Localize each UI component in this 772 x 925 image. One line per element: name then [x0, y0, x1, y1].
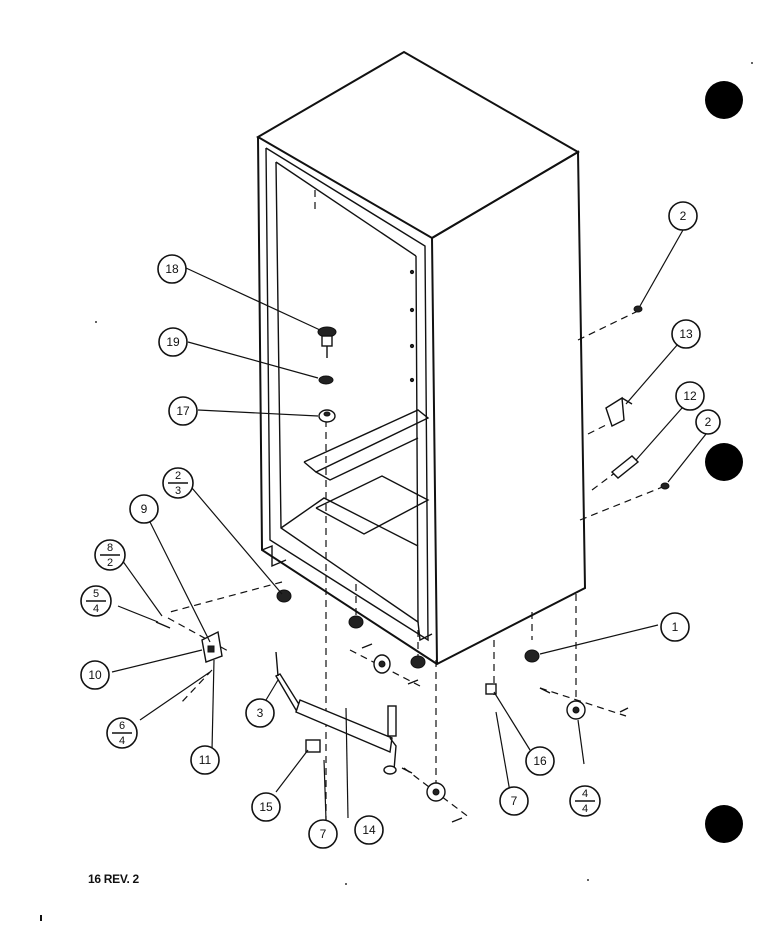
- part-19-washer: [318, 375, 334, 385]
- callout-9-label: 9: [141, 502, 148, 516]
- fraction-callout-5-4: 5 4: [80, 585, 112, 617]
- part-1-leveler: [524, 649, 540, 663]
- part-2-screw-lower: [660, 482, 670, 490]
- fraction-2-3-bottom: 3: [175, 485, 181, 497]
- fraction-8-2-bottom: 2: [107, 557, 113, 569]
- callout-7-right-label: 7: [511, 794, 518, 808]
- callout-2-upper: 2: [668, 201, 698, 231]
- part-roller-front: [373, 654, 391, 674]
- part-17-bushing: [318, 409, 336, 423]
- fraction-4-4-top: 4: [582, 788, 588, 800]
- drawing-revision-label: 16 REV. 2: [88, 872, 139, 886]
- callout-3: 3: [245, 698, 275, 728]
- callout-7-left: 7: [308, 819, 338, 849]
- callout-11: 11: [190, 745, 220, 775]
- callout-19-label: 19: [166, 335, 180, 349]
- screws: [155, 621, 629, 823]
- fraction-5-4-bottom: 4: [93, 603, 99, 615]
- callout-13-label: 13: [679, 327, 693, 341]
- callout-3-label: 3: [257, 706, 264, 720]
- callout-10-label: 10: [88, 668, 102, 682]
- fraction-callout-4-4: 4 4: [569, 785, 601, 817]
- callout-13: 13: [671, 319, 701, 349]
- cabinet-body: [256, 50, 587, 666]
- punch-hole-top: [705, 81, 743, 119]
- callout-9: 9: [129, 494, 159, 524]
- callout-14-label: 14: [362, 823, 376, 837]
- part-16-clip: [485, 683, 497, 695]
- callout-11-label: 11: [199, 753, 212, 767]
- part-4-4-roller: [566, 700, 586, 720]
- fraction-6-4-top: 6: [119, 720, 125, 732]
- fraction-8-2-top: 8: [107, 542, 113, 554]
- callout-14: 14: [354, 815, 384, 845]
- leader-lines: [111, 229, 707, 821]
- callout-19: 19: [158, 327, 188, 357]
- punch-hole-middle: [705, 443, 743, 481]
- callout-2-lower-label: 2: [705, 415, 712, 429]
- fraction-callout-6-4: 6 4: [106, 717, 138, 749]
- fraction-6-4-bottom: 4: [119, 735, 125, 747]
- fraction-2-3-top: 2: [175, 470, 181, 482]
- fraction-callout-8-2: 8 2: [94, 539, 126, 571]
- part-13-bracket: [605, 396, 633, 427]
- scan-specks: [40, 62, 753, 921]
- part-15-block: [305, 739, 321, 753]
- callout-2-upper-label: 2: [680, 209, 687, 223]
- part-2-screw-upper: [633, 305, 643, 313]
- callout-18: 18: [157, 254, 187, 284]
- callout-12-label: 12: [683, 389, 697, 403]
- fraction-4-4-bottom: 4: [582, 803, 588, 815]
- callout-7-left-label: 7: [320, 827, 327, 841]
- callout-7-right: 7: [499, 786, 529, 816]
- callout-15-label: 15: [259, 800, 273, 814]
- callout-15: 15: [251, 792, 281, 822]
- part-10-hinge: [201, 630, 223, 663]
- callout-18-label: 18: [165, 262, 179, 276]
- part-roller-bottom: [426, 782, 446, 802]
- punch-hole-bottom: [705, 805, 743, 843]
- callout-17: 17: [168, 396, 198, 426]
- part-18-cap: [317, 326, 337, 358]
- callout-10: 10: [80, 660, 110, 690]
- callout-1: 1: [660, 612, 690, 642]
- part-14-tube: [275, 651, 397, 775]
- callout-2-lower: 2: [695, 409, 721, 435]
- callout-12: 12: [675, 381, 705, 411]
- callout-16-label: 16: [533, 754, 547, 768]
- part-12-pin: [610, 455, 640, 479]
- callout-16: 16: [525, 746, 555, 776]
- part-feet-center: [348, 615, 426, 669]
- callout-1-label: 1: [672, 620, 679, 634]
- callout-17-label: 17: [176, 404, 190, 418]
- part-2-3-foot: [276, 589, 292, 603]
- fraction-callout-2-3: 2 3: [162, 467, 194, 499]
- fraction-5-4-top: 5: [93, 588, 99, 600]
